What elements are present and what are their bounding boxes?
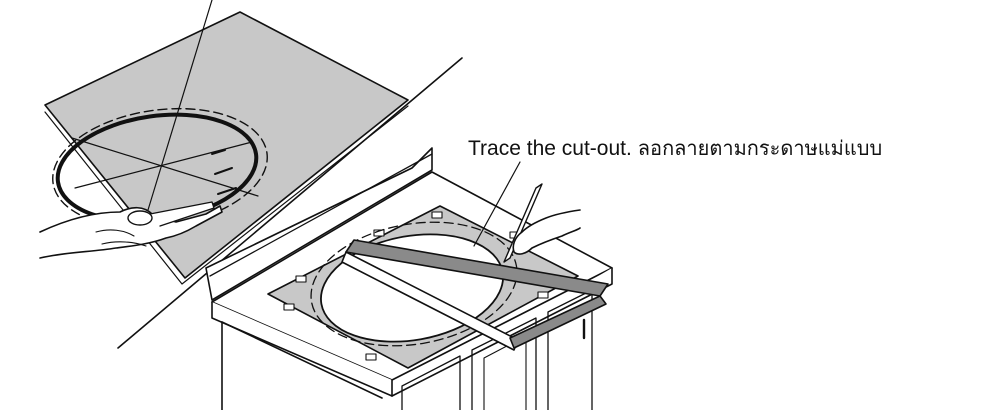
caption-leader-line	[473, 161, 521, 247]
caption-thai: ลอกลายตามกระดาษแม่แบบ	[637, 136, 883, 160]
tape-tab	[295, 275, 307, 283]
hand-with-scissors	[39, 205, 223, 259]
horizontal-guide-line	[71, 137, 259, 197]
panel-divider-line	[117, 57, 463, 349]
diagonal-guide-line	[74, 141, 253, 189]
dashed-trace-line	[310, 221, 518, 347]
tape-tab	[431, 211, 443, 219]
template-mark	[217, 187, 237, 195]
countertop-front-edge	[211, 301, 393, 397]
ruler-front-face	[341, 251, 519, 351]
hand-fingers	[95, 229, 147, 247]
template-mark	[211, 149, 226, 155]
straight-edge-ruler	[345, 239, 609, 297]
template-mark	[214, 167, 233, 175]
tape-tab	[283, 303, 295, 311]
cutting-template-panel	[39, 0, 409, 285]
center-guide-line	[147, 0, 213, 211]
cabinet-door-inner	[483, 335, 527, 410]
trace-instruction-caption: Trace the cut-out.ลอกลายตามกระดาษแม่แบบ	[468, 138, 882, 159]
tape-tab	[365, 353, 377, 361]
tape-tab	[373, 229, 385, 237]
scissor-blade	[149, 201, 215, 227]
caption-english: Trace the cut-out.	[468, 137, 632, 160]
backsplash-top-edge	[209, 153, 433, 277]
ruler-bottom-arm	[509, 295, 607, 349]
cabinet-door	[547, 289, 593, 410]
cabinet-door	[401, 355, 461, 410]
tape-tab	[537, 291, 549, 299]
cabinet-side	[221, 321, 383, 399]
scissor-handle	[127, 210, 153, 226]
backsplash	[205, 147, 433, 301]
sheet-edge-line	[44, 105, 409, 285]
countertop-panel	[205, 147, 613, 410]
hand-with-pencil	[512, 209, 581, 255]
